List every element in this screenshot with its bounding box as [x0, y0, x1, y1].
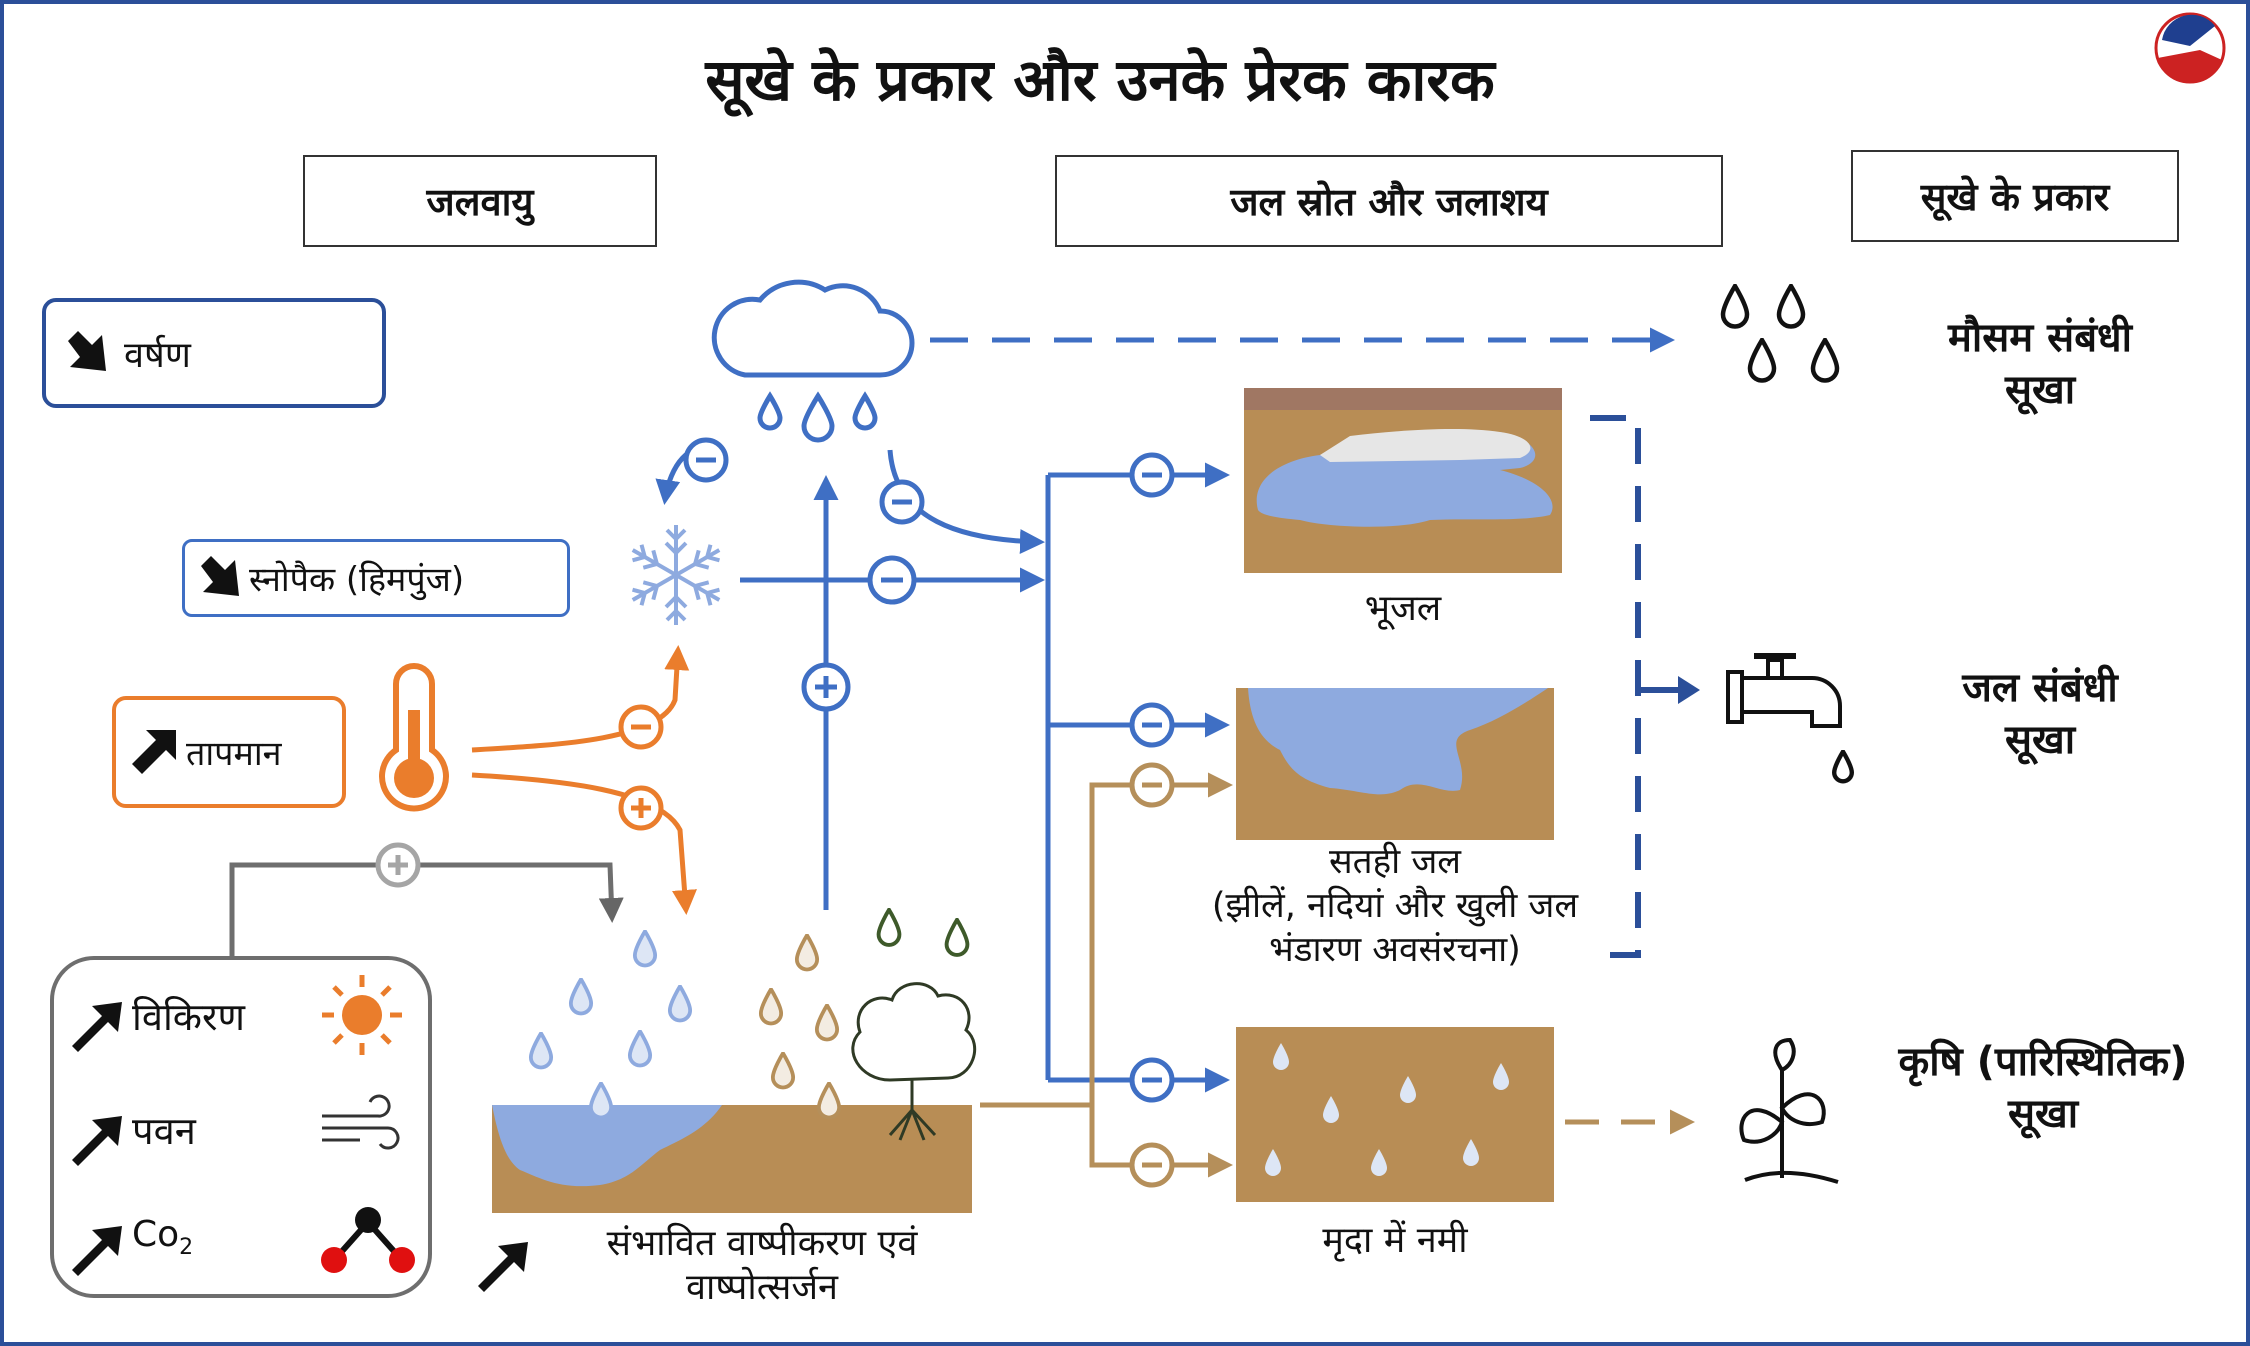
hydrological-drought-label: जल संबंधी सूखा	[1880, 662, 2200, 766]
evapotranspiration-scene-image	[492, 908, 977, 1213]
meteorological-drought-label: मौसम संबंधी सूखा	[1880, 312, 2200, 416]
agricultural-line2: सूखा	[2007, 1091, 2079, 1137]
header-water-sources: जल स्रोत और जलाशय	[1055, 155, 1723, 247]
meteorological-line1: मौसम संबंधी	[1947, 315, 2132, 361]
snowflake-icon	[625, 525, 727, 627]
hydrological-line2: सूखा	[2004, 717, 2076, 763]
groundwater-label: भूजल	[1364, 588, 1442, 629]
cloud-icon	[711, 279, 915, 443]
wind-icon	[322, 1094, 400, 1150]
co2-text: Co	[132, 1214, 180, 1255]
snowpack-pill: स्नोपैक (हिमपुंज)	[182, 539, 570, 617]
logo-icon	[2154, 12, 2226, 84]
tree-icon	[851, 982, 977, 1141]
factors-to-evapo-arrow	[229, 862, 624, 958]
hydrological-bracket-tip	[1635, 680, 1680, 693]
evapotranspiration-line1: संभावित वाष्पीकरण एवं	[606, 1223, 918, 1264]
surface-water-line1: सतही जल	[1328, 842, 1462, 882]
co2-subscript: 2	[179, 1235, 194, 1261]
surface-water-line2: (झीलें, नदियां और खुली जल	[1211, 886, 1579, 926]
header-climate: जलवायु	[303, 155, 657, 247]
co2-molecule-icon	[321, 1207, 415, 1273]
snowpack-label: स्नोपैक (हिमपुंज)	[249, 560, 465, 600]
factors-box	[50, 956, 432, 1298]
up-arrow-icons	[72, 1002, 528, 1292]
down-arrow-icon	[68, 331, 106, 371]
hydrological-line1: जल संबंधी	[1962, 665, 2118, 711]
precip-to-reservoir-arrow	[887, 449, 1045, 554]
temperature-label: तापमान	[186, 734, 282, 774]
header-drought-types: सूखे के प्रकार	[1851, 150, 2179, 242]
agricultural-line1: कृषि (पारिस्थितिक)	[1898, 1039, 2188, 1085]
water-tap-icon	[1726, 653, 1852, 781]
temp-to-evapo-arrow	[471, 772, 697, 915]
evapo-up-arrow-icon	[478, 1242, 528, 1292]
raindrops-icon	[1723, 286, 1837, 381]
evapotranspiration-label: संभावित वाष्पीकरण एवं वाष्पोत्सर्जन	[552, 1222, 972, 1310]
up-arrow-icon	[132, 730, 176, 774]
wind-label: पवन	[132, 1109, 196, 1153]
down-arrow-icon	[201, 556, 239, 596]
soil-moisture-panel-image	[1236, 1027, 1554, 1202]
temperature-pill: तापमान	[112, 696, 346, 808]
co2-label: Co2	[132, 1214, 193, 1260]
thermometer-icon	[379, 663, 449, 812]
evapotranspiration-line2: वाष्पोत्सर्जन	[685, 1267, 839, 1308]
soil-moisture-label: मृदा में नमी	[1322, 1220, 1468, 1261]
temp-to-snow-arrow	[471, 645, 690, 753]
surface-water-panel-image	[1236, 688, 1554, 840]
agricultural-drought-label: कृषि (पारिस्थितिक) सूखा	[1848, 1036, 2238, 1140]
precipitation-label: वर्षण	[124, 334, 191, 376]
plant-icon	[1739, 1037, 1839, 1184]
surface-water-line3: भंडारण अवसंरचना)	[1269, 930, 1521, 970]
page-title: सूखे के प्रकार और उनके प्रेरक कारक	[705, 46, 1495, 114]
surface-water-label: सतही जल (झीलें, नदियां और खुली जल भंडारण…	[1150, 840, 1640, 972]
groundwater-panel-image	[1244, 388, 1562, 573]
meteorological-line2: सूखा	[2004, 367, 2076, 413]
precipitation-pill: वर्षण	[42, 298, 386, 408]
radiation-label: विकिरण	[132, 995, 246, 1039]
sun-icon	[322, 975, 402, 1055]
